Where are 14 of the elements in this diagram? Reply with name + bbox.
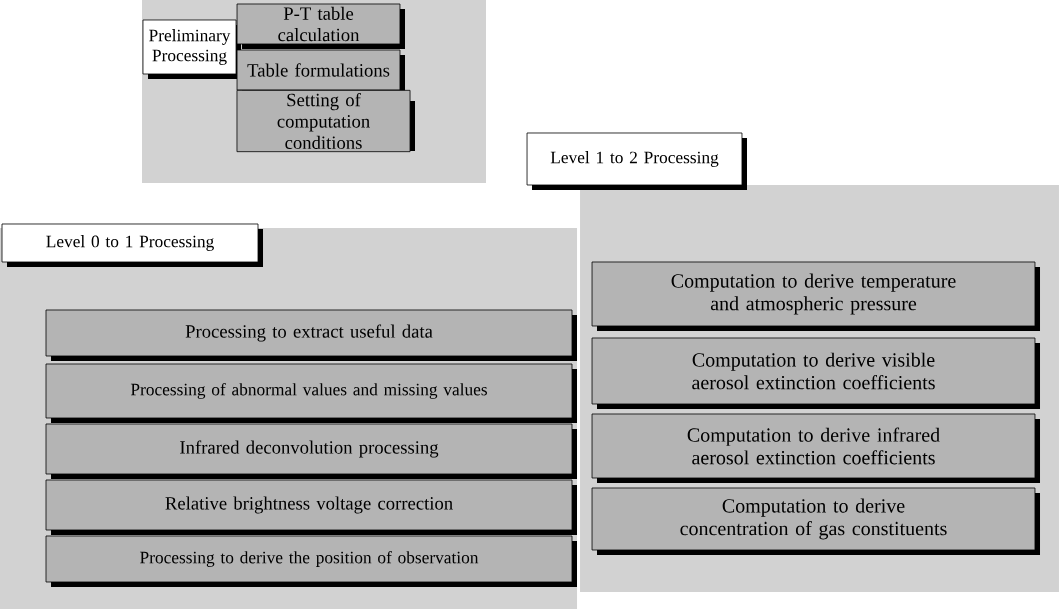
process-box: Computation to derive infrared aerosol extinction coefficients	[591, 413, 1040, 483]
process-box: Processing to derive the position of observation	[45, 535, 577, 587]
process-box: Setting of computation conditions	[236, 89, 415, 153]
process-box: Processing to extract useful data	[45, 309, 577, 361]
process-box: Relative brightness voltage correction	[45, 479, 577, 535]
process-box: Processing of abnormal values and missing values	[45, 363, 577, 423]
process-box: P-T table calculation	[236, 3, 405, 49]
heading-box: Level 1 to 2 Processing	[526, 132, 747, 190]
process-box: Infrared deconvolution processing	[45, 423, 577, 479]
heading-box: Level 0 to 1 Processing	[1, 223, 263, 267]
heading-box: Preliminary Processing	[142, 19, 241, 79]
process-box: Computation to derive concentration of gas constituents	[591, 487, 1040, 555]
process-box: Computation to derive visible aerosol extinction coefficients	[591, 337, 1040, 409]
process-box: Computation to derive temperature and atmospheric pressure	[591, 261, 1040, 331]
